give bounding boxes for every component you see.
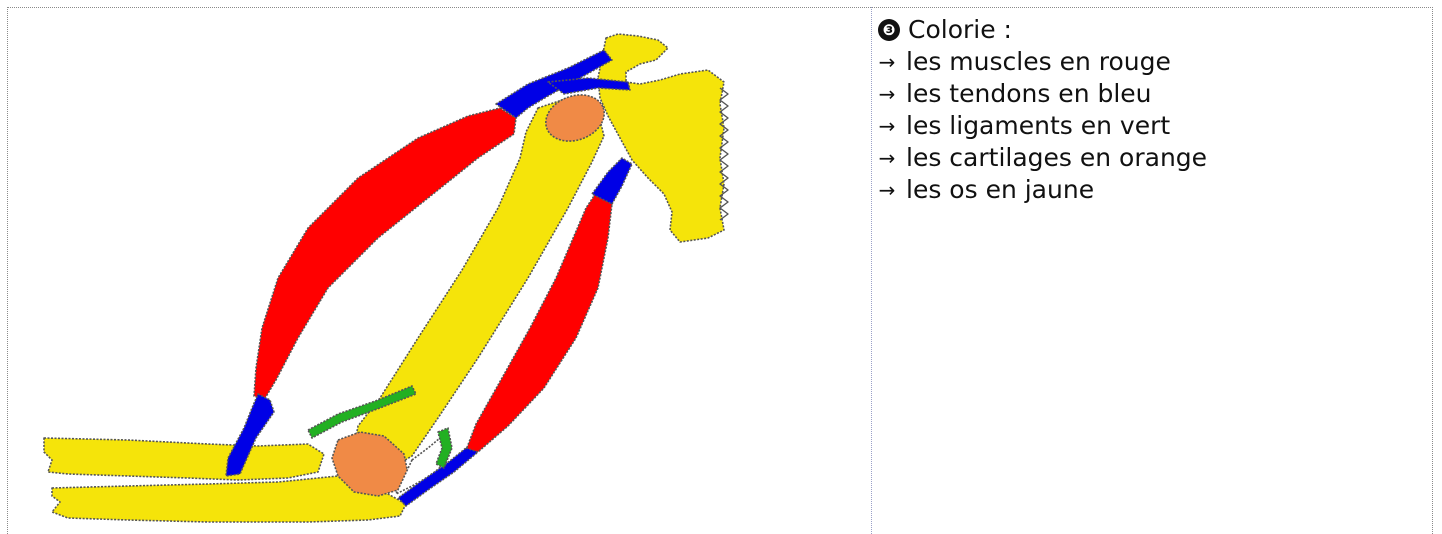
instruction-item-text: les cartilages en orange <box>906 142 1207 174</box>
instruction-item: → les os en jaune <box>876 174 1416 206</box>
instruction-item-text: les muscles en rouge <box>906 46 1171 78</box>
radius-bone <box>44 438 324 480</box>
arrow-right-icon: → <box>876 110 898 142</box>
arrow-right-icon: → <box>876 174 898 206</box>
triceps-upper-tendon <box>592 158 632 204</box>
instruction-item: → les cartilages en orange <box>876 142 1416 174</box>
instruction-item: → les ligaments en vert <box>876 110 1416 142</box>
instruction-item-text: les ligaments en vert <box>906 110 1170 142</box>
heading-text: Colorie : <box>908 14 1012 46</box>
arrow-right-icon: → <box>876 46 898 78</box>
arm-anatomy-diagram <box>8 8 870 534</box>
instruction-heading: ❸ Colorie : <box>876 14 1416 46</box>
column-divider <box>871 7 872 534</box>
instruction-item: → les tendons en bleu <box>876 78 1416 110</box>
instruction-panel: ❸ Colorie : → les muscles en rouge → les… <box>876 14 1416 206</box>
instruction-item-text: les os en jaune <box>906 174 1094 206</box>
step-number-badge: ❸ <box>878 19 900 41</box>
arrow-right-icon: → <box>876 142 898 174</box>
scapula-bone <box>598 34 724 242</box>
instruction-item: → les muscles en rouge <box>876 46 1416 78</box>
instruction-item-text: les tendons en bleu <box>906 78 1152 110</box>
arrow-right-icon: → <box>876 78 898 110</box>
